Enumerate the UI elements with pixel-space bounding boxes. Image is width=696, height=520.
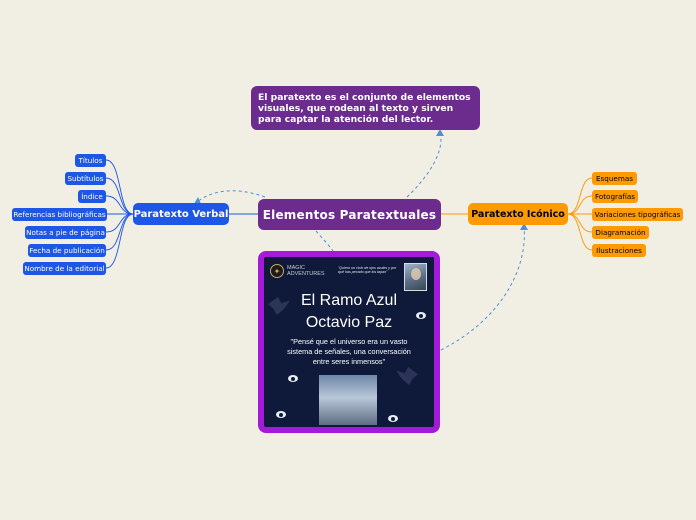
- topic-paratexto-iconico[interactable]: Paratexto Icónico: [468, 203, 568, 225]
- eye-icon: [388, 415, 398, 422]
- subtopic-label: Variaciones tipográficas: [594, 210, 681, 219]
- central-topic[interactable]: Elementos Paratextuales: [258, 199, 441, 230]
- definition-note-text: El paratexto es el conjunto de elementos…: [258, 92, 471, 125]
- subtopic-label: Subtítulos: [67, 174, 104, 183]
- topic-paratexto-verbal-label: Paratexto Verbal: [133, 208, 229, 220]
- subtopic-subtitulos[interactable]: Subtítulos: [65, 172, 106, 185]
- brand-logo-icon: ✦: [270, 264, 284, 278]
- subtopic-label: Fecha de publicación: [29, 246, 105, 255]
- poster-title: El Ramo Azul Octavio Paz: [264, 290, 434, 334]
- subtopic-label: Diagramación: [595, 228, 646, 237]
- subtopic-editorial[interactable]: Nombre de la editorial: [23, 262, 106, 275]
- subtopic-indice[interactable]: Índice: [78, 190, 106, 203]
- subtopic-variaciones[interactable]: Variaciones tipográficas: [592, 208, 683, 221]
- poster-small-quote: "Quiero un ciclo de ojos azules y por qu…: [338, 266, 397, 275]
- central-topic-label: Elementos Paratextuales: [262, 207, 437, 222]
- moth-right-icon: [396, 367, 418, 385]
- poster-title-line1: El Ramo Azul: [300, 292, 398, 309]
- eye-icon: [288, 375, 298, 382]
- subtopic-diagramacion[interactable]: Diagramación: [592, 226, 649, 239]
- author-photo: [404, 263, 427, 291]
- poster-image: ✦ MAGIC ADVENTURES "Quiero un ciclo de o…: [264, 257, 434, 427]
- subtopic-esquemas[interactable]: Esquemas: [592, 172, 637, 185]
- eye-icon: [276, 411, 286, 418]
- topic-paratexto-verbal[interactable]: Paratexto Verbal: [133, 203, 229, 225]
- poster-quote: "Pensé que el universo era un vasto sist…: [287, 337, 411, 366]
- subtopic-label: Notas a pie de página: [26, 228, 105, 237]
- subtopic-label: Índice: [81, 192, 103, 201]
- subtopic-label: Referencias bibliográficas: [13, 210, 106, 219]
- poster-illustration: [319, 375, 377, 425]
- image-card[interactable]: ✦ MAGIC ADVENTURES "Quiero un ciclo de o…: [258, 251, 440, 433]
- subtopic-referencias[interactable]: Referencias bibliográficas: [12, 208, 107, 221]
- eye-icon: [416, 312, 426, 319]
- subtopic-fecha[interactable]: Fecha de publicación: [28, 244, 106, 257]
- subtopic-notas[interactable]: Notas a pie de página: [25, 226, 106, 239]
- subtopic-label: Nombre de la editorial: [24, 264, 105, 273]
- dashed-arrowheads: [194, 129, 528, 230]
- subtopic-ilustraciones[interactable]: Ilustraciones: [592, 244, 646, 257]
- subtopic-label: Fotografías: [594, 192, 636, 201]
- subtopic-fotografias[interactable]: Fotografías: [592, 190, 638, 203]
- dashed-relations: [196, 131, 525, 351]
- subtopic-label: Esquemas: [596, 174, 633, 183]
- iconico-branch-links: [567, 177, 593, 251]
- subtopic-label: Títulos: [78, 156, 103, 165]
- subtopic-titulos[interactable]: Títulos: [75, 154, 106, 167]
- verbal-branch-links: [105, 159, 134, 269]
- brand-block: ✦ MAGIC ADVENTURES: [270, 264, 327, 278]
- poster-title-line2: Octavio Paz: [305, 314, 393, 331]
- brand-name: MAGIC ADVENTURES: [287, 265, 325, 277]
- definition-note[interactable]: El paratexto es el conjunto de elementos…: [251, 86, 480, 130]
- subtopic-label: Ilustraciones: [596, 246, 642, 255]
- topic-paratexto-iconico-label: Paratexto Icónico: [471, 208, 565, 220]
